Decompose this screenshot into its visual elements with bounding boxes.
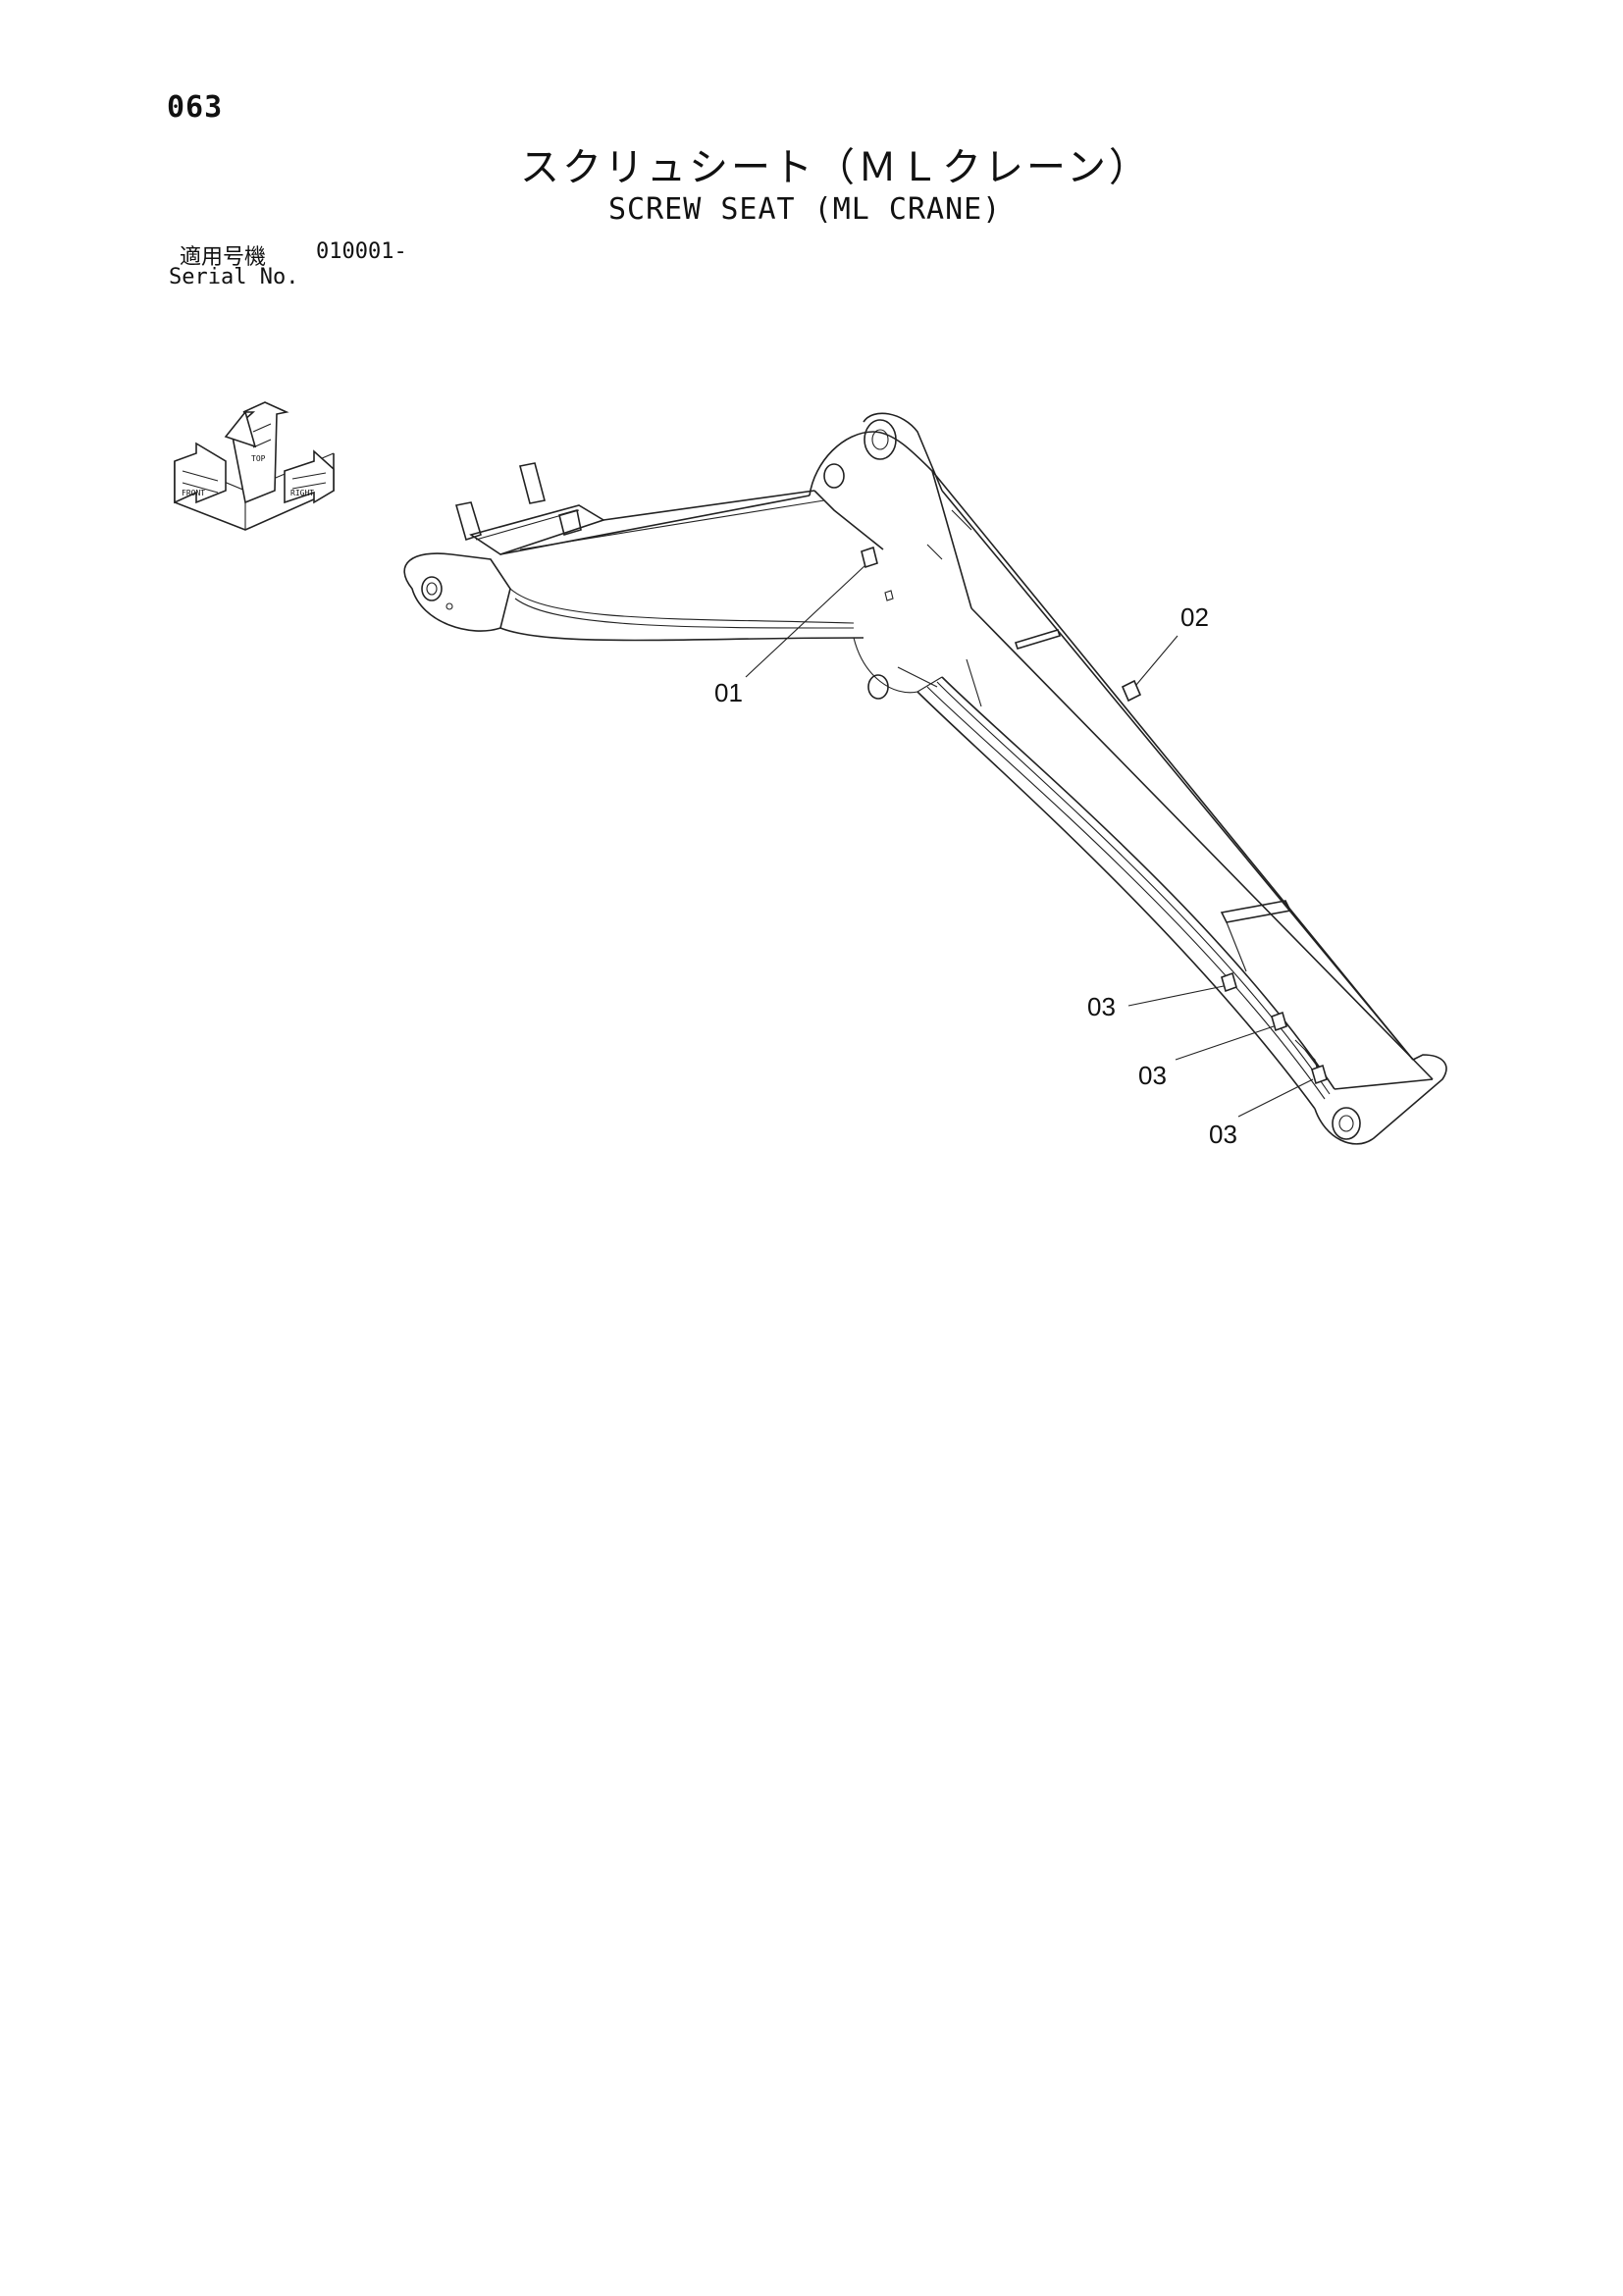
page-number: 063	[167, 90, 224, 125]
callout-02: 02	[1180, 602, 1209, 632]
screw-seat-03a	[1221, 971, 1237, 993]
callout-01: 01	[714, 678, 743, 707]
orientation-arrows-icon: FRONT TOP RIGHT	[174, 401, 335, 531]
screw-seat-03c	[1311, 1064, 1328, 1085]
hole-marker	[884, 590, 894, 601]
screw-seat-02	[1121, 679, 1142, 703]
orientation-label-top: TOP	[251, 454, 266, 463]
orientation-label-front: FRONT	[182, 489, 205, 497]
title-japanese: スクリュシート（ＭＬクレーン）	[520, 145, 1151, 190]
callout-03: 03	[1138, 1061, 1167, 1090]
callout-03: 03	[1087, 992, 1116, 1021]
orientation-label-right: RIGHT	[290, 489, 314, 497]
serial-value: 010001-	[316, 239, 407, 264]
callout-03: 03	[1209, 1120, 1237, 1149]
title-english: SCREW SEAT (ML CRANE)	[608, 192, 1002, 227]
screw-seat-03b	[1271, 1011, 1287, 1032]
screw-seat-01	[861, 546, 878, 569]
serial-label-japanese: 適用号機	[180, 245, 267, 270]
serial-label-english: Serial No.	[169, 265, 299, 289]
boom-structure	[403, 412, 1447, 1145]
leader-lines	[745, 564, 1314, 1118]
